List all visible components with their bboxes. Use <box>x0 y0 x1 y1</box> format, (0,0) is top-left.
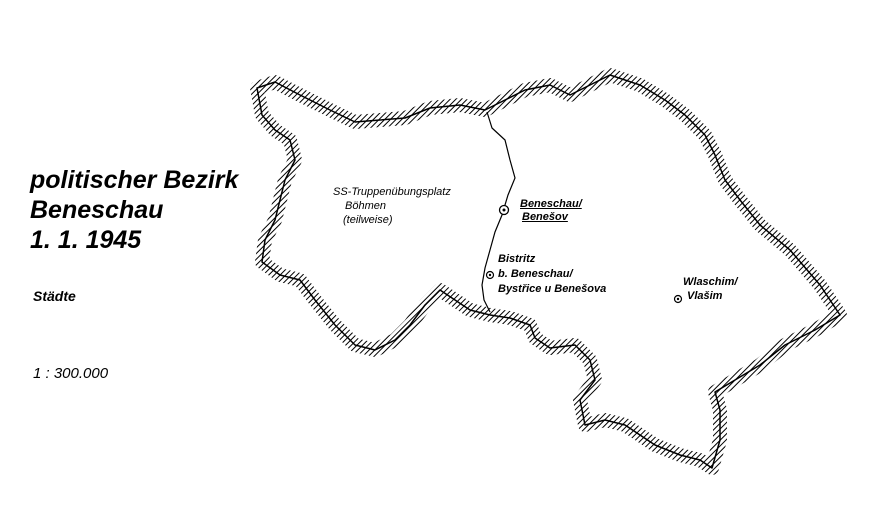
city-marker-icon <box>498 204 510 216</box>
city-label-benesov: Benešov <box>522 211 568 223</box>
city-label-wlaschim: Wlaschim/ <box>683 276 738 288</box>
map-title-line3: 1. 1. 1945 <box>30 226 142 254</box>
training-area-label-line1: SS-Truppenübungsplatz <box>333 186 451 198</box>
city-label-beneschau: Beneschau/ <box>520 198 582 210</box>
training-area-label-line3: (teilweise) <box>343 214 393 226</box>
map-title-line2: Beneschau <box>30 196 164 224</box>
city-label-bistritz: Bistritz <box>498 253 536 265</box>
legend-cities-label: Städte <box>33 288 76 304</box>
training-area-boundary <box>481 111 516 313</box>
city-label-bistritz-line2: b. Beneschau/ <box>498 268 573 280</box>
city-marker-icon <box>673 294 683 304</box>
city-label-vlasim: Vlašim <box>687 290 723 302</box>
training-area-label-line2: Böhmen <box>345 200 386 212</box>
city-label-bystrice: Bystřice u Benešova <box>498 283 607 295</box>
city-marker-icon <box>485 270 495 280</box>
map-scale: 1 : 300.000 <box>33 365 109 382</box>
district-boundary-line <box>256 74 841 469</box>
map-title-line1: politischer Bezirk <box>30 166 239 194</box>
